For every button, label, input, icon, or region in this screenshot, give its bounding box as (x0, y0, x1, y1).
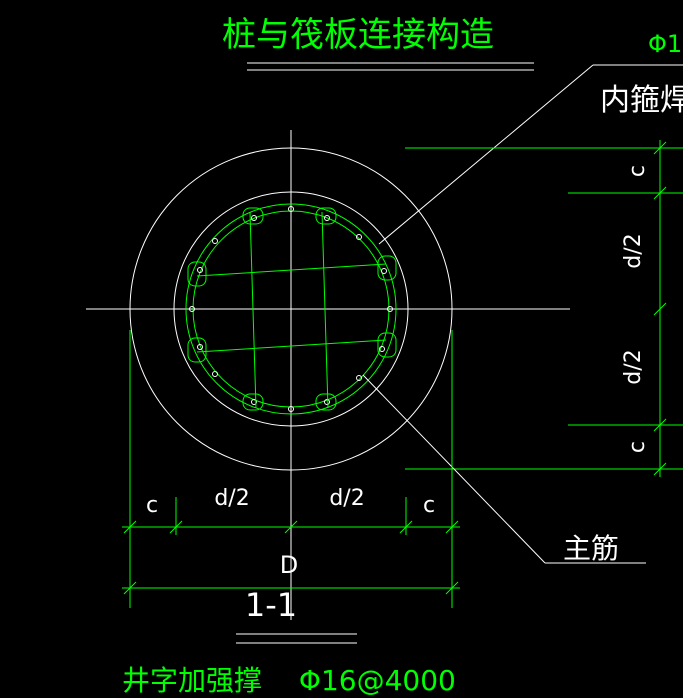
brace-hook (187, 261, 207, 287)
dim-tick (123, 581, 137, 595)
rebar-dot (379, 346, 385, 352)
brace-hook (187, 337, 207, 363)
inner-hoop-label: 内箍焊接 (600, 83, 683, 118)
dim-tick (653, 418, 667, 432)
brace-bar-bottom (196, 339, 387, 353)
cage-outer-circle (173, 191, 409, 427)
rebar-dot (212, 371, 218, 377)
dim-tick (399, 520, 413, 534)
dim-tick (653, 186, 667, 200)
inner-hoop-leader (378, 64, 594, 245)
brace-hook (315, 207, 337, 225)
brace-hook (315, 393, 337, 411)
rebar-dot (288, 406, 294, 412)
dim-label-c-left: c (146, 493, 158, 518)
rebar-dot (324, 215, 330, 221)
rebar-dot (356, 234, 362, 240)
dim-label-c-bottom: c (625, 441, 650, 453)
dim-label-half-d-top: d/2 (621, 233, 646, 268)
main-rebar-dots (189, 206, 393, 412)
section-label: 1-1 (245, 586, 297, 624)
rebar-dot (387, 306, 393, 312)
drawing-title: 桩与筏板连接构造 (222, 15, 494, 55)
dim-label-half-d-left: d/2 (214, 486, 249, 511)
dim-label-half-d-right: d/2 (329, 486, 364, 511)
rebar-spec-label: Φ18 (648, 30, 683, 58)
dim-label-c-top: c (625, 165, 650, 177)
main-rebar-leader (362, 374, 546, 564)
rebar-dot (251, 399, 257, 405)
brace-hook (377, 255, 397, 281)
brace-hook (377, 332, 397, 358)
right-dimension: c d/2 d/2 c (405, 140, 683, 477)
dim-tick (653, 462, 667, 476)
rebar-dot (212, 238, 218, 244)
brace-bar-top (196, 263, 387, 277)
dim-tick (169, 520, 183, 534)
brace-bar-right (321, 211, 329, 409)
rebar-dot (197, 267, 203, 273)
pile-outer-circle (129, 147, 453, 471)
dim-tick (653, 302, 667, 316)
dim-tick (123, 520, 137, 534)
rebar-dot (197, 344, 203, 350)
bottom-dimension: c d/2 d/2 c D (122, 330, 460, 608)
bottom-note: 井字加强撑 Φ16@4000 (122, 664, 456, 697)
hoop-circle-outer (185, 203, 397, 415)
dim-label-diameter: D (280, 551, 298, 579)
rebar-dot (324, 399, 330, 405)
cross-bracing (187, 207, 397, 411)
rebar-dot (251, 215, 257, 221)
dim-tick (653, 141, 667, 155)
dim-tick (445, 581, 459, 595)
dim-label-half-d-bottom: d/2 (621, 349, 646, 384)
brace-hook (242, 393, 264, 411)
dim-tick (445, 520, 459, 534)
main-rebar-label: 主筋 (563, 532, 619, 565)
rebar-dot (189, 306, 195, 312)
brace-hook (242, 207, 264, 225)
brace-bar-left (249, 211, 257, 409)
dim-label-c-right: c (423, 493, 435, 518)
rebar-dot (288, 206, 294, 212)
rebar-dot (356, 375, 362, 381)
rebar-dot (381, 268, 387, 274)
dim-tick (284, 520, 298, 534)
